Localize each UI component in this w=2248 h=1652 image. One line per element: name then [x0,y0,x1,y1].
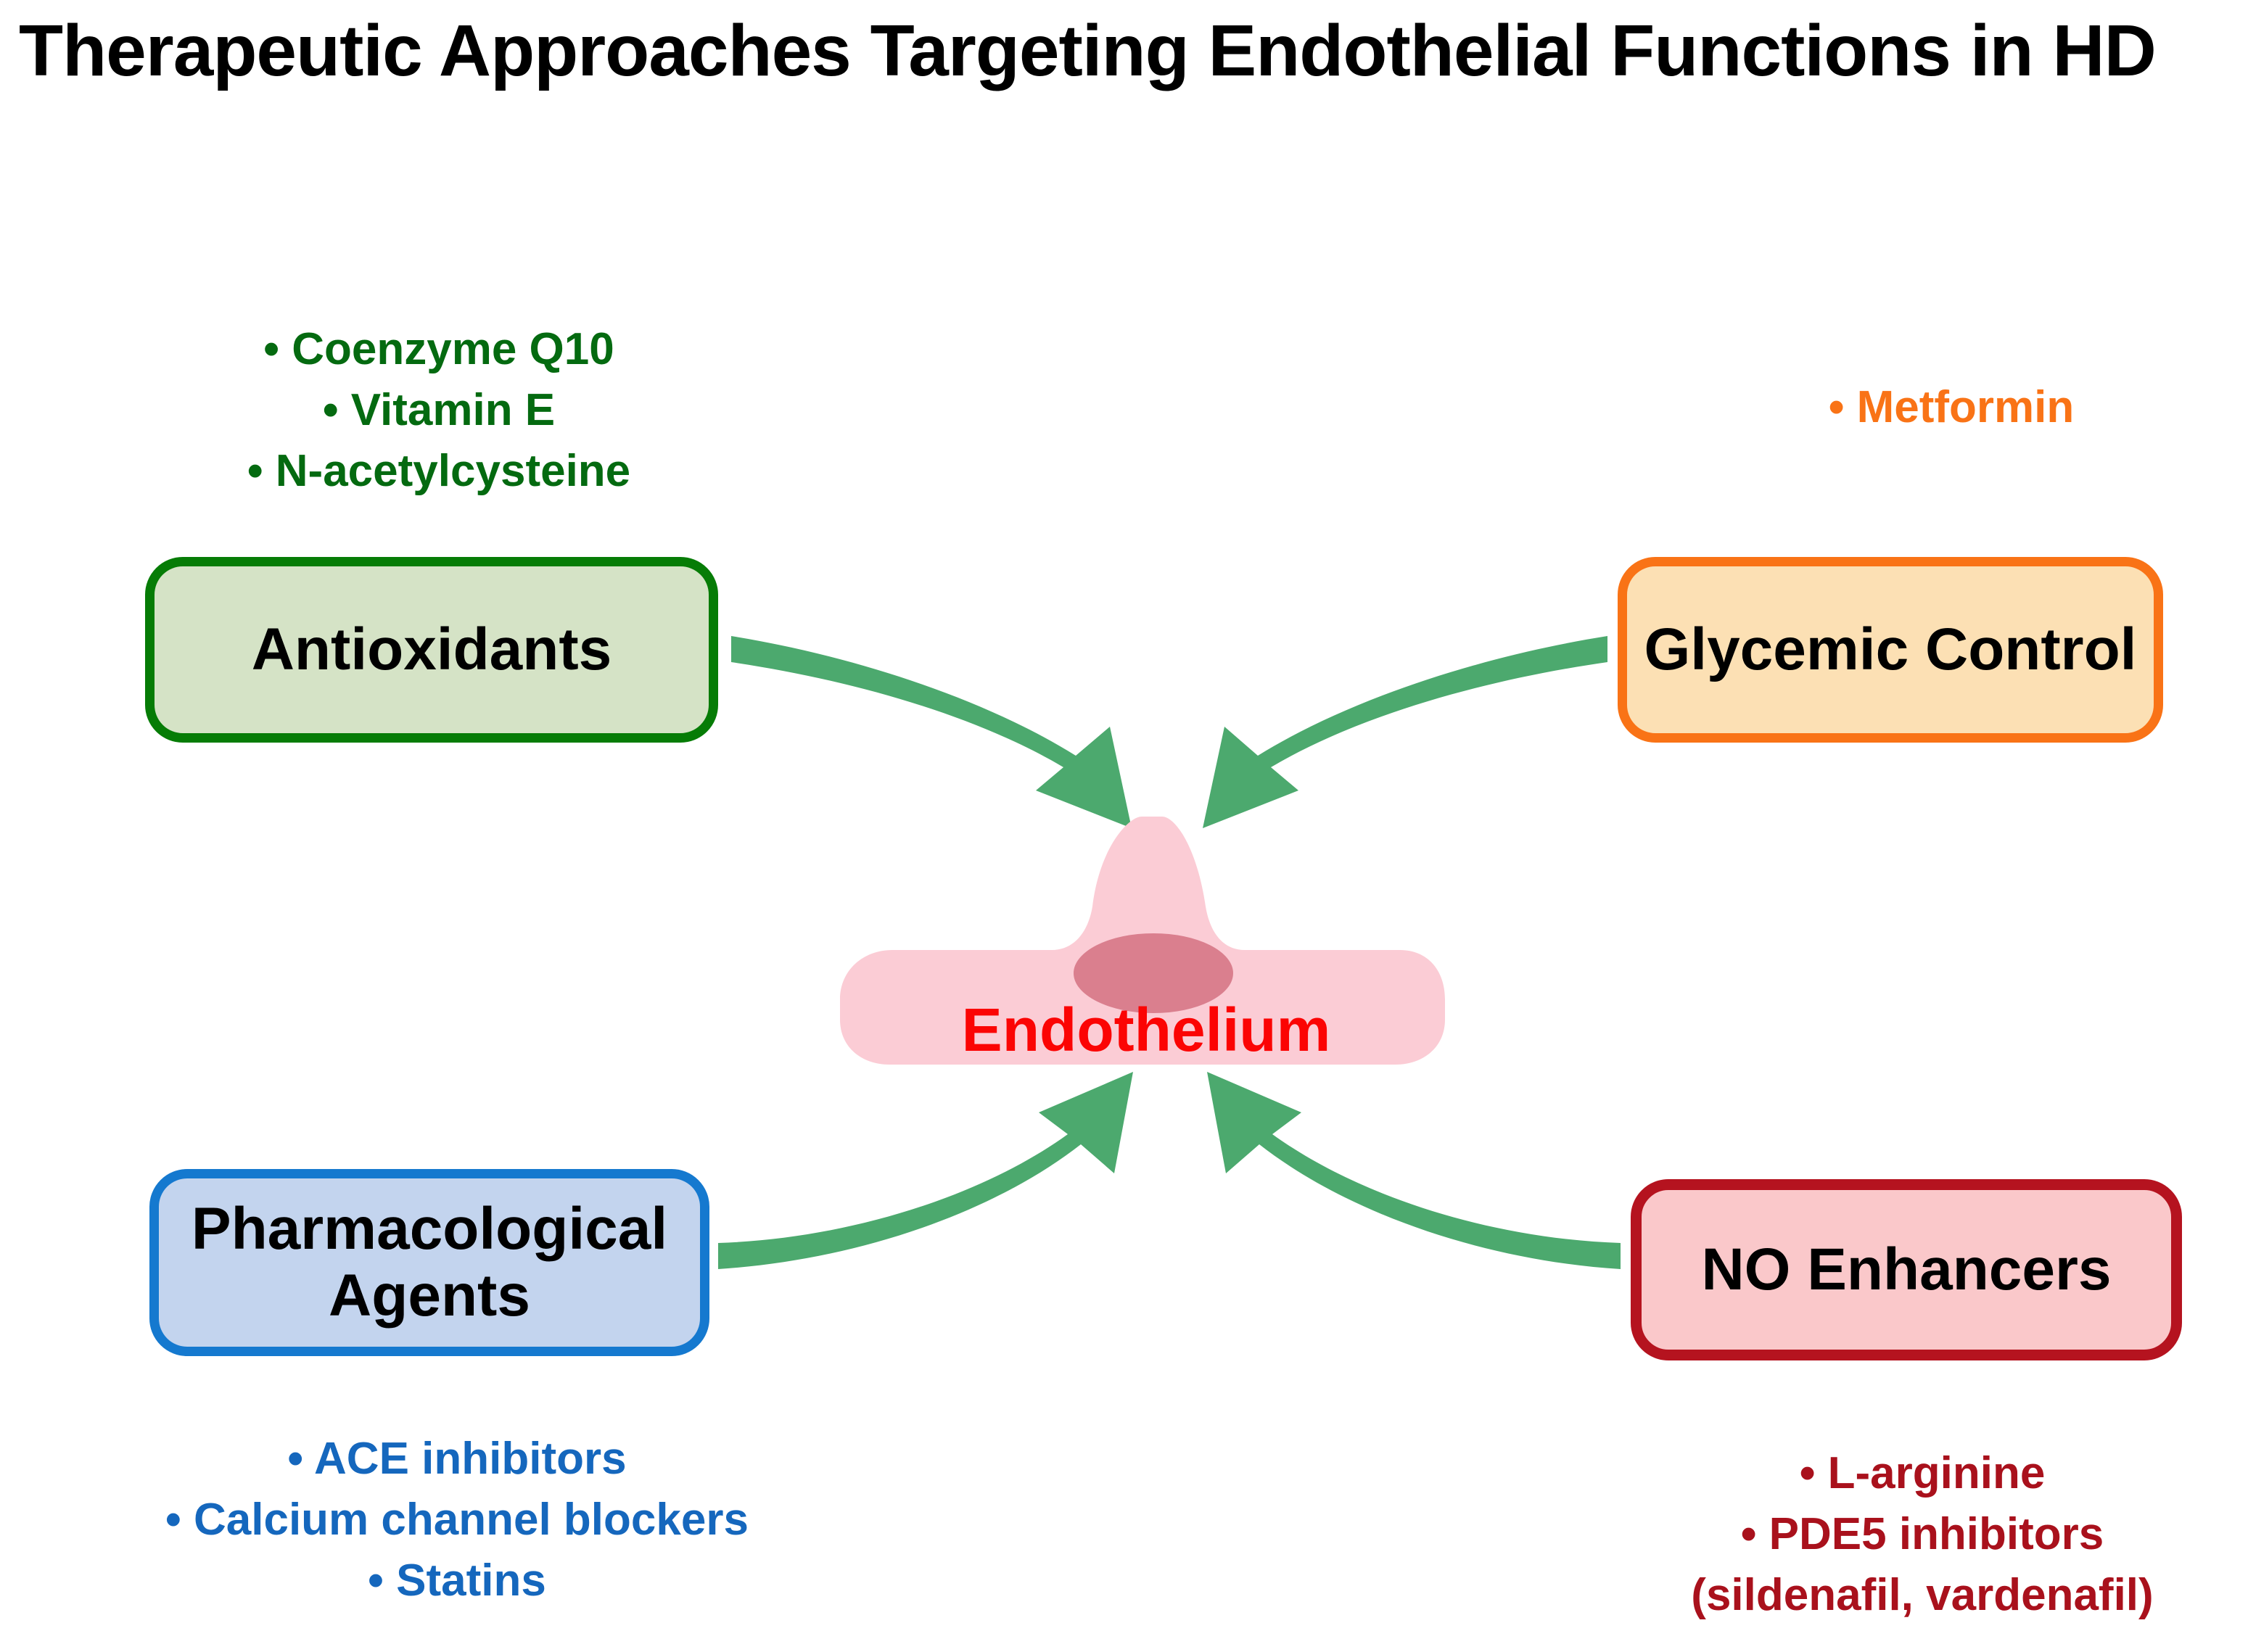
list-item: • PDE5 inhibitors [1740,1509,2104,1559]
arrow-pharma-to-endothelium [718,1072,1133,1269]
node-glycemic-control[interactable]: Glycemic Control [1618,557,2163,743]
list-item: • Calcium channel blockers [165,1495,749,1545]
cell-nucleus [1074,933,1233,1013]
list-item: • N-acetylcysteine [247,446,631,496]
list-item: • Vitamin E [322,385,556,435]
list-item: • Metformin [1828,382,2075,432]
no-enhancers-item-list: • L-arginine • PDE5 inhibitors (sildenaf… [1639,1443,2205,1626]
list-item: • Statins [368,1556,546,1606]
glycemic-control-item-list: • Metformin [1726,377,2176,438]
list-item: (sildenafil, vardenafil) [1691,1570,2154,1620]
endothelium-label: Endothelium [961,996,1331,1064]
pharmacological-agents-item-list: • ACE inhibitors • Calcium channel block… [116,1429,798,1611]
node-pharmacological-agents-label: Pharmacological Agents [191,1196,668,1329]
page-title: Therapeutic Approaches Targeting Endothe… [19,10,2157,91]
antioxidants-item-list: • Coenzyme Q10 • Vitamin E • N-acetylcys… [185,319,693,502]
node-no-enhancers-label: NO Enhancers [1701,1236,2112,1302]
list-item: • L-arginine [1799,1448,2046,1498]
list-item: • Coenzyme Q10 [263,324,614,374]
node-no-enhancers[interactable]: NO Enhancers [1631,1179,2182,1360]
arrow-glycemic-to-endothelium [1203,636,1607,828]
endothelium-cell [840,817,1445,1065]
node-glycemic-control-label: Glycemic Control [1644,616,2137,682]
arrow-antioxidants-to-endothelium [731,636,1132,828]
node-pharmacological-agents[interactable]: Pharmacological Agents [149,1169,709,1356]
node-antioxidants-label: Antioxidants [251,616,612,682]
list-item: • ACE inhibitors [287,1434,627,1484]
arrow-no-to-endothelium [1207,1072,1621,1269]
node-antioxidants[interactable]: Antioxidants [145,557,718,743]
